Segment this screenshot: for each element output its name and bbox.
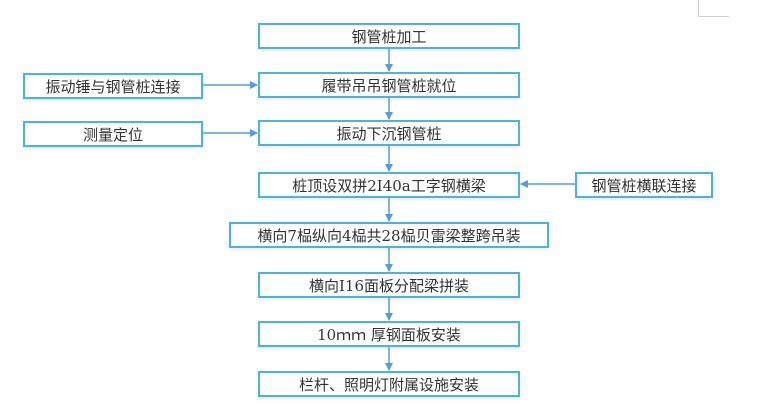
corner-mark xyxy=(698,0,729,17)
side-label: 振动锤与钢管桩连接 xyxy=(45,77,181,96)
side-label: 测量定位 xyxy=(82,125,143,144)
side-survey-positioning: 测量定位 xyxy=(23,121,203,147)
step-label: 履带吊吊钢管桩就位 xyxy=(321,76,457,95)
side-pile-lateral-bracing: 钢管桩横联连接 xyxy=(575,172,713,198)
step-label: 10ｍｍ 厚钢面板安装 xyxy=(317,325,461,344)
side-vibratory-hammer-connection: 振动锤与钢管桩连接 xyxy=(23,73,203,99)
step-steel-panel-installation: 10ｍｍ 厚钢面板安装 xyxy=(258,321,520,347)
step-distribution-beam-assembly: 横向I16面板分配梁拼装 xyxy=(258,272,520,298)
step-label: 钢管桩加工 xyxy=(351,27,427,46)
step-label: 横向7榀纵向4榀共28榀贝雷梁整跨吊装 xyxy=(257,226,521,245)
step-label: 桩顶设双拼2I40a工字钢横梁 xyxy=(292,176,486,195)
step-vibratory-sinking: 振动下沉钢管桩 xyxy=(258,120,520,146)
step-crawler-crane-positioning: 履带吊吊钢管桩就位 xyxy=(258,72,520,98)
step-railing-lighting-installation: 栏杆、照明灯附属设施安装 xyxy=(258,371,520,397)
step-bailey-beam-hoisting: 横向7榀纵向4榀共28榀贝雷梁整跨吊装 xyxy=(229,222,549,248)
step-pile-top-crossbeam: 桩顶设双拼2I40a工字钢横梁 xyxy=(258,172,520,198)
step-label: 栏杆、照明灯附属设施安装 xyxy=(298,375,479,394)
side-label: 钢管桩横联连接 xyxy=(591,176,697,195)
step-steel-pipe-pile-processing: 钢管桩加工 xyxy=(258,23,520,49)
step-label: 横向I16面板分配梁拼装 xyxy=(308,276,469,295)
step-label: 振动下沉钢管桩 xyxy=(336,124,442,143)
